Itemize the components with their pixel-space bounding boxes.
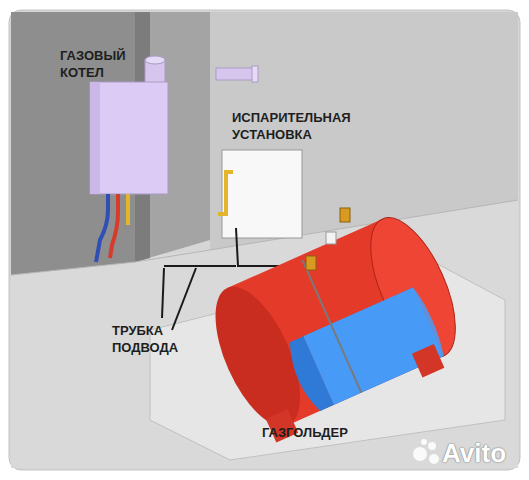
evaporator-label: ИСПАРИТЕЛЬНАЯ УСТАНОВКА [232, 109, 352, 143]
watermark: Avito [442, 438, 506, 468]
tank-label: ГАЗГОЛЬДЕР [262, 424, 348, 441]
tube-label: ТРУБКА ПОДВОДА [112, 322, 187, 356]
boiler-label: ГАЗОВЫЙ КОТЕЛ [60, 47, 140, 81]
